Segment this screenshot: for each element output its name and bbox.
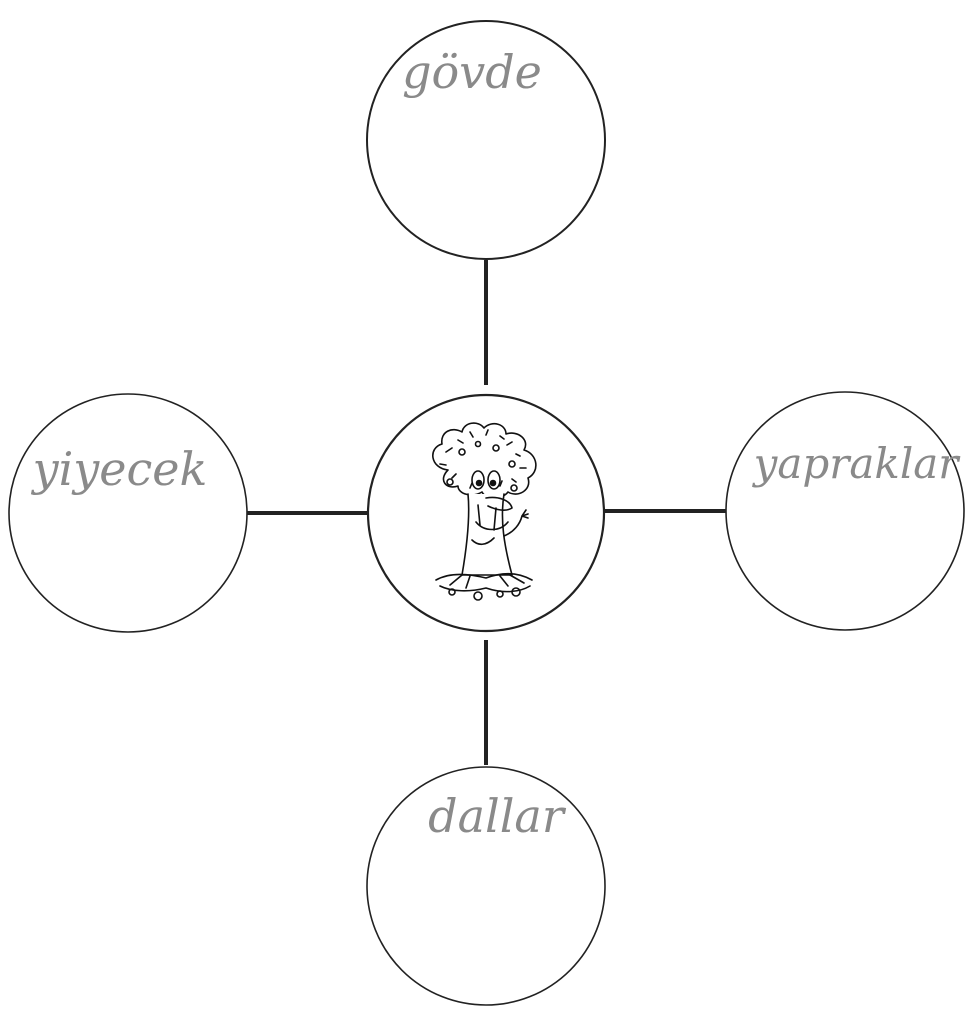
- node-label-top: gövde: [402, 45, 542, 99]
- node-label-right: yapraklar: [752, 439, 962, 488]
- node-label-left: yiyecek: [31, 442, 208, 496]
- node-circle-right: [726, 392, 964, 630]
- node-circle-left: [9, 394, 247, 632]
- node-label-bottom: dallar: [428, 789, 567, 843]
